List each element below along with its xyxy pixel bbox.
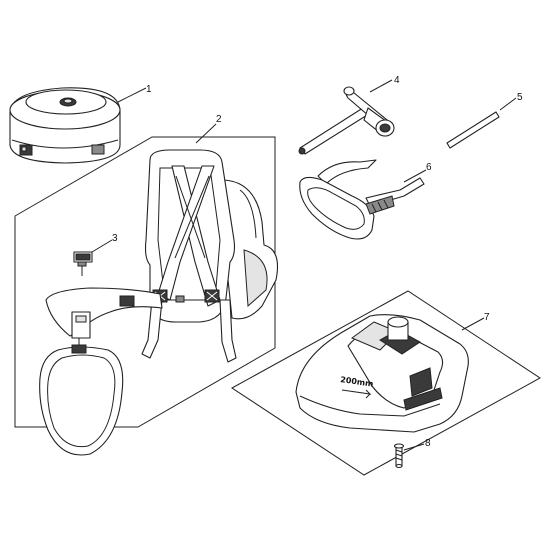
callout-4: 4 bbox=[394, 75, 400, 86]
part-2-hip-belt bbox=[39, 287, 163, 456]
leader-5 bbox=[499, 97, 517, 111]
guard-group-panel bbox=[231, 290, 541, 476]
part-3-clip bbox=[73, 251, 93, 276]
callout-6: 6 bbox=[426, 162, 432, 173]
part-5-rod bbox=[446, 111, 500, 149]
leader-8 bbox=[403, 443, 425, 451]
harness-group-panel bbox=[14, 136, 276, 428]
part-8-bolt bbox=[393, 443, 405, 469]
leader-4 bbox=[369, 79, 393, 93]
leader-3 bbox=[91, 239, 113, 253]
callout-3: 3 bbox=[112, 233, 118, 244]
part-1-cover bbox=[9, 87, 121, 164]
part-6-goggles bbox=[299, 159, 425, 240]
callout-2: 2 bbox=[216, 114, 222, 125]
callout-5: 5 bbox=[517, 92, 523, 103]
part-2-backpack-frame bbox=[141, 149, 279, 363]
leader-1 bbox=[117, 87, 147, 103]
callout-1: 1 bbox=[146, 84, 152, 95]
callout-8: 8 bbox=[425, 438, 431, 449]
leader-2 bbox=[195, 123, 217, 144]
leader-7 bbox=[461, 317, 485, 331]
part-4-plug-wrench bbox=[298, 86, 395, 155]
leader-6 bbox=[403, 169, 427, 183]
part-7-guard: 200mm bbox=[295, 314, 469, 433]
callout-7: 7 bbox=[484, 312, 490, 323]
